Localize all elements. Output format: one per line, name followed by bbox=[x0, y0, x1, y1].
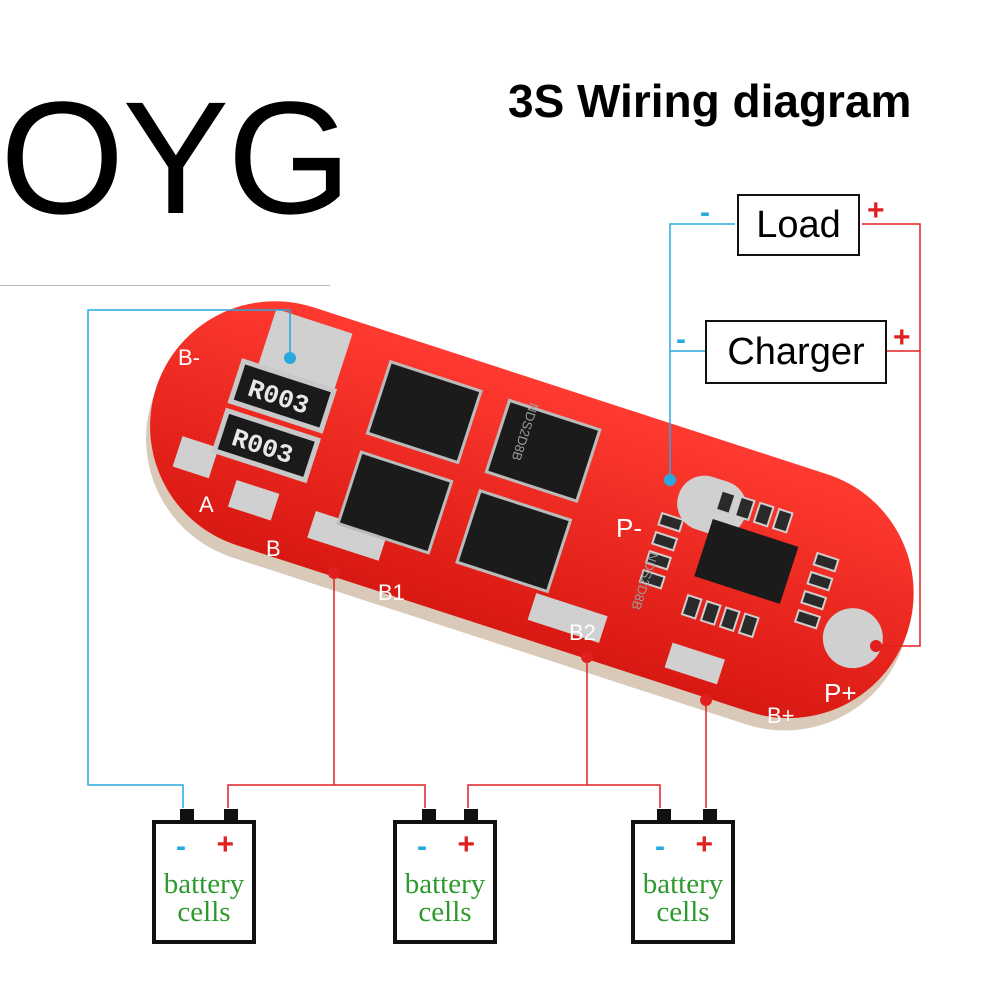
charger-minus-sign: - bbox=[676, 323, 686, 356]
battery-2-pos-terminal bbox=[464, 809, 478, 822]
protection-ic bbox=[694, 519, 799, 604]
mosfet-2 bbox=[484, 398, 602, 503]
pcb-label-b1: B1 bbox=[378, 580, 405, 605]
mosfet-3 bbox=[336, 450, 454, 555]
pcb-label-p-minus: P- bbox=[616, 513, 642, 543]
pad-b-minus bbox=[257, 308, 353, 391]
pad-a bbox=[172, 436, 219, 479]
resistor-1 bbox=[227, 358, 338, 434]
pcb-label-b-minus: B- bbox=[178, 345, 200, 370]
charger-plus-sign: + bbox=[893, 321, 911, 354]
battery-1-neg-terminal bbox=[180, 809, 194, 822]
divider-line bbox=[0, 285, 330, 286]
mosfet-1-marking: NDS2D8B bbox=[509, 401, 542, 463]
pad-b bbox=[227, 479, 280, 521]
mosfet-2-marking: NDS2D8B bbox=[628, 550, 661, 612]
pcb-label-b: B bbox=[266, 536, 281, 561]
charger-box: Charger bbox=[705, 320, 887, 384]
pcb-board bbox=[146, 301, 914, 731]
mosfet-4 bbox=[455, 488, 573, 594]
battery-1-plus: + bbox=[216, 828, 234, 861]
pcb-label-b-plus: B+ bbox=[767, 703, 795, 728]
resistor-2 bbox=[211, 407, 322, 484]
negative-wires bbox=[87, 223, 735, 808]
brand-logo: OYG bbox=[0, 68, 352, 247]
positive-wires bbox=[227, 223, 921, 808]
pad-p-plus bbox=[822, 608, 883, 669]
battery-2-plus: + bbox=[457, 828, 475, 861]
load-box: Load bbox=[737, 194, 860, 256]
pad-b1 bbox=[307, 510, 388, 561]
battery-3-neg-terminal bbox=[657, 809, 671, 822]
battery-2-neg-terminal bbox=[422, 809, 436, 822]
battery-3-pos-terminal bbox=[703, 809, 717, 822]
diagram-title: 3S Wiring diagram bbox=[508, 75, 912, 127]
pad-b-plus bbox=[664, 642, 725, 685]
battery-1-minus: - bbox=[176, 830, 186, 863]
battery-2-minus: - bbox=[417, 830, 427, 863]
load-minus-sign: - bbox=[700, 196, 710, 229]
mosfet-1 bbox=[365, 359, 483, 465]
pad-p-minus bbox=[677, 475, 747, 536]
pcb-label-p-plus: P+ bbox=[824, 678, 857, 708]
pcb-label-a: A bbox=[199, 492, 214, 517]
battery-3-minus: - bbox=[655, 830, 665, 863]
pad-b2 bbox=[527, 593, 608, 643]
battery-1-pos-terminal bbox=[224, 809, 238, 822]
load-plus-sign: + bbox=[867, 194, 885, 227]
battery-3-plus: + bbox=[695, 828, 713, 861]
pcb-label-b2: B2 bbox=[569, 620, 596, 645]
